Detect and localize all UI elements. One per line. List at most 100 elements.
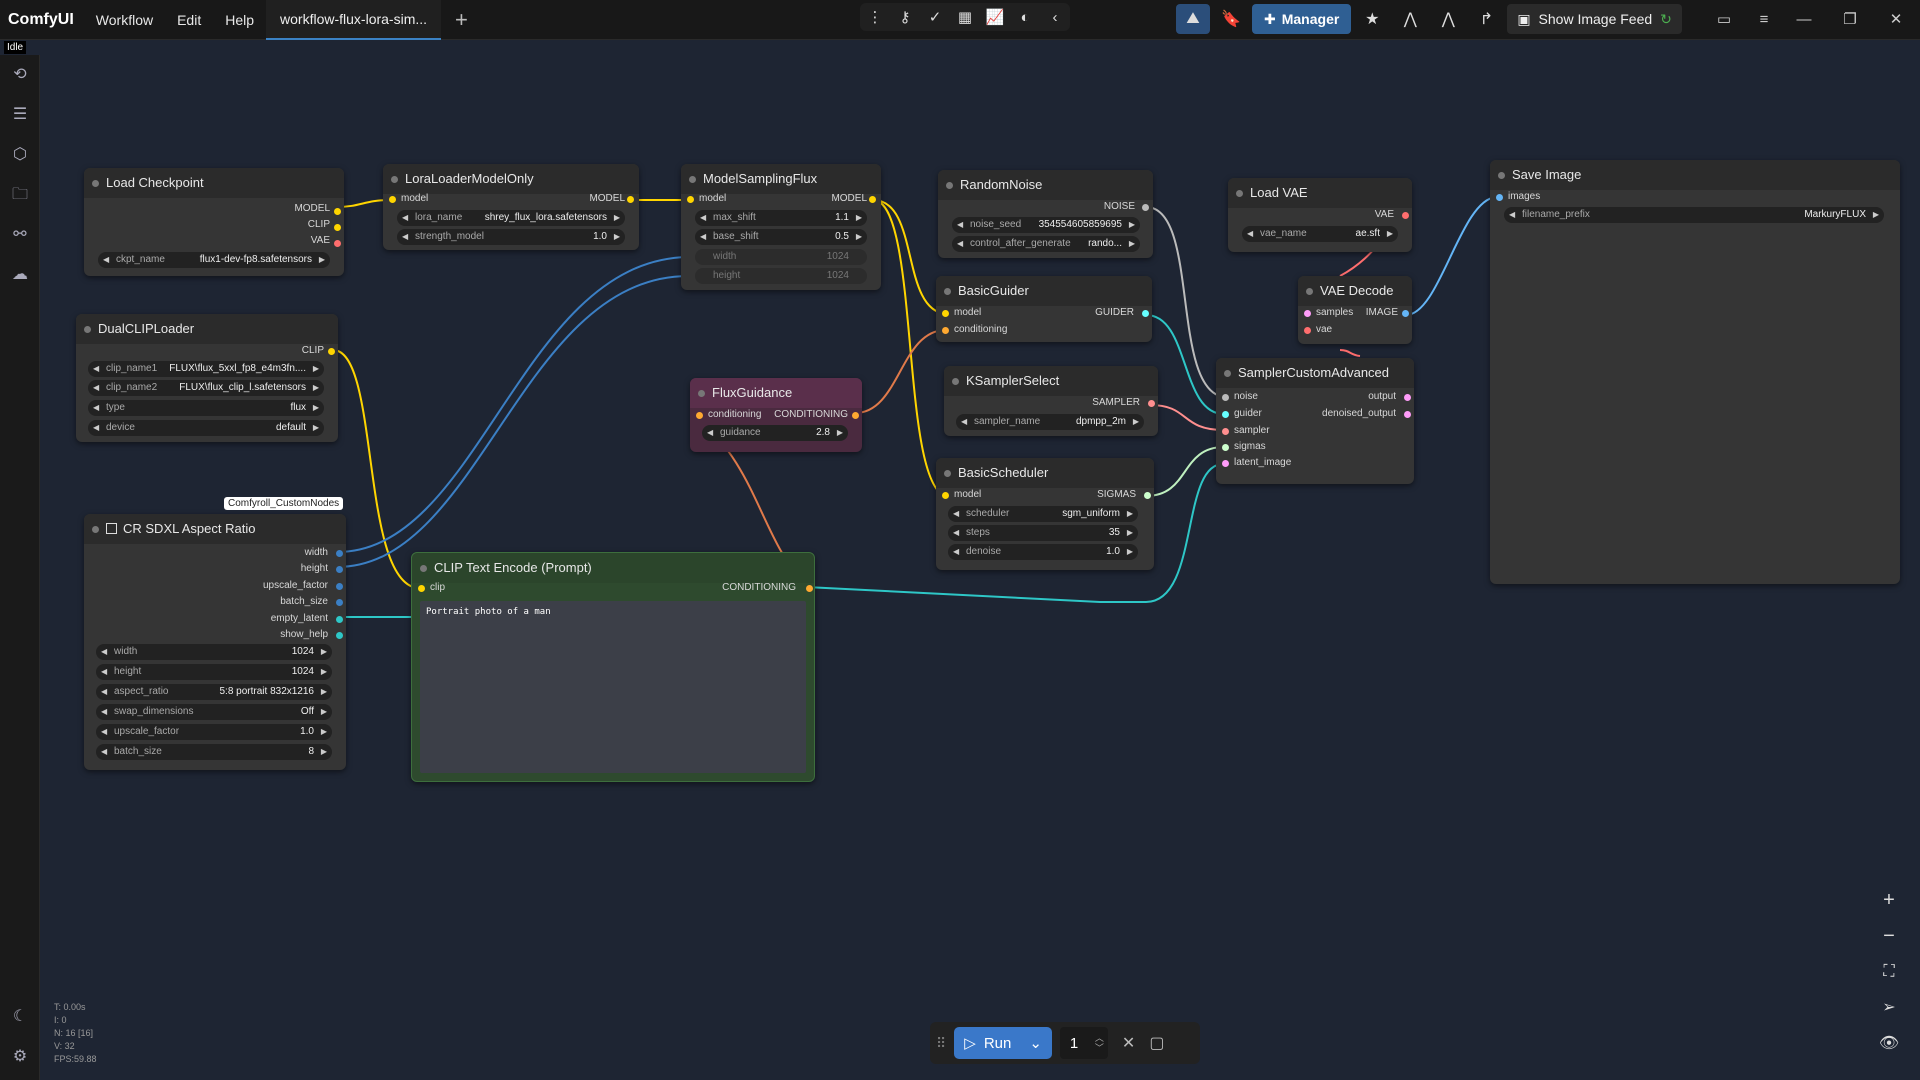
input-conditioning-dot[interactable]	[942, 327, 949, 334]
output-conditioning-dot[interactable]	[852, 412, 859, 419]
node-title[interactable]: DualCLIPLoader	[76, 314, 338, 344]
output-empty-latent-dot[interactable]	[336, 616, 343, 623]
star-icon[interactable]: ★	[1365, 11, 1380, 28]
history-icon[interactable]: ⟲	[13, 66, 27, 83]
folder-icon[interactable]: 🗀	[11, 186, 28, 203]
run-button[interactable]: ▷ Run ⌄	[954, 1027, 1052, 1059]
node-title[interactable]: BasicScheduler	[936, 458, 1154, 488]
output-width-dot[interactable]	[336, 550, 343, 557]
workflow-tab[interactable]: workflow-flux-lora-sim...	[266, 0, 442, 40]
input-latent-dot[interactable]	[1222, 460, 1229, 467]
node-sampler-custom-advanced[interactable]: SamplerCustomAdvanced noise guider sampl…	[1216, 358, 1414, 484]
eye-icon[interactable]: 👁	[1878, 1035, 1900, 1052]
node-title[interactable]: SamplerCustomAdvanced	[1216, 358, 1414, 388]
bookmark-icon[interactable]: 🔖	[1221, 11, 1241, 28]
model-icon[interactable]: ⛰	[1176, 4, 1210, 34]
node-title[interactable]: ModelSamplingFlux	[681, 164, 881, 194]
node-cr-sdxl-aspect-ratio[interactable]: CR SDXL Aspect Ratio width height upscal…	[84, 514, 346, 770]
check-circle-icon[interactable]: ✓	[928, 9, 942, 26]
node-load-checkpoint[interactable]: Load Checkpoint MODEL CLIP VAE ckpt_name…	[84, 168, 344, 276]
node-title[interactable]: Save Image	[1490, 160, 1900, 190]
cloud-upload-icon[interactable]: ☁	[12, 266, 28, 283]
node-model-sampling-flux[interactable]: ModelSamplingFlux model MODEL max_shift1…	[681, 164, 881, 290]
node-basic-scheduler[interactable]: BasicScheduler model SIGMAS schedulersgm…	[936, 458, 1154, 570]
tree-icon[interactable]: ⋀	[1403, 11, 1417, 28]
output-denoised-dot[interactable]	[1404, 411, 1411, 418]
node-ksampler-select[interactable]: KSamplerSelect SAMPLER sampler_namedpmpp…	[944, 366, 1158, 436]
output-model-dot[interactable]	[869, 196, 876, 203]
output-batch-size-dot[interactable]	[336, 599, 343, 606]
table-icon[interactable]: ▦	[957, 9, 973, 26]
input-model-dot[interactable]	[687, 196, 694, 203]
output-vae-dot[interactable]	[1402, 212, 1409, 219]
chevron-down-icon[interactable]: ⌄	[1029, 1035, 1042, 1052]
node-vae-decode[interactable]: VAE Decode samples vae IMAGE	[1298, 276, 1412, 344]
node-title[interactable]: CLIP Text Encode (Prompt)	[412, 553, 814, 583]
stepper-icon[interactable]: ︿﹀	[1094, 1033, 1104, 1053]
key-icon[interactable]: ⚷	[899, 9, 911, 26]
tree-alt-icon[interactable]: ⋀	[1441, 11, 1455, 28]
input-noise-dot[interactable]	[1222, 394, 1229, 401]
batch-count-input[interactable]: 1︿﹀	[1059, 1027, 1108, 1059]
node-title[interactable]: CR SDXL Aspect Ratio	[84, 514, 346, 544]
settings-icon[interactable]: ⚙	[12, 1048, 28, 1065]
node-save-image[interactable]: Save Image images filename_prefixMarkury…	[1490, 160, 1900, 584]
prompt-textarea[interactable]: Portrait photo of a man	[420, 601, 806, 773]
node-title[interactable]: Load Checkpoint	[84, 168, 344, 198]
output-sigmas-dot[interactable]	[1144, 492, 1151, 499]
show-image-feed-button[interactable]: ▣Show Image Feed↻	[1507, 4, 1682, 34]
chevron-left-icon[interactable]: ‹	[1052, 8, 1058, 26]
chart-icon[interactable]: 📈	[985, 9, 1005, 26]
output-image-dot[interactable]	[1402, 310, 1409, 317]
input-samples-dot[interactable]	[1304, 310, 1311, 317]
output-vae-dot[interactable]	[334, 240, 341, 247]
node-clip-text-encode[interactable]: CLIP Text Encode (Prompt) clip CONDITION…	[411, 552, 815, 782]
output-upscale-factor-dot[interactable]	[336, 583, 343, 590]
stop-icon[interactable]: ▢	[1149, 1035, 1165, 1052]
input-sampler-dot[interactable]	[1222, 428, 1229, 435]
hamburger-icon[interactable]: ≡	[1759, 10, 1769, 28]
input-vae-dot[interactable]	[1304, 327, 1311, 334]
input-model-dot[interactable]	[389, 196, 396, 203]
input-clip-dot[interactable]	[418, 585, 425, 592]
widget-clip-name1[interactable]: clip_name1FLUX\flux_5xxl_fp8_e4m3fn....	[88, 361, 324, 377]
node-lora-loader[interactable]: LoraLoaderModelOnly model MODEL lora_nam…	[383, 164, 639, 250]
node-title[interactable]: KSamplerSelect	[944, 366, 1158, 396]
nodes-icon[interactable]: ⚯	[13, 226, 27, 243]
share-icon[interactable]: ↱	[1479, 11, 1494, 28]
fit-view-icon[interactable]: ⛶	[1883, 963, 1895, 980]
cancel-icon[interactable]: ✕	[1121, 1035, 1136, 1052]
output-model-dot[interactable]	[334, 208, 341, 215]
node-basic-guider[interactable]: BasicGuider model conditioning GUIDER	[936, 276, 1152, 342]
node-dual-clip-loader[interactable]: DualCLIPLoader CLIP clip_name1FLUX\flux_…	[76, 314, 338, 442]
menu-help[interactable]: Help	[225, 11, 255, 28]
moon-icon[interactable]: ☾	[12, 1008, 28, 1025]
drag-handle-icon[interactable]: ⠿	[936, 1034, 947, 1051]
node-title[interactable]: VAE Decode	[1298, 276, 1412, 306]
brand-logo[interactable]: ComfyUI	[8, 10, 74, 28]
menu-edit[interactable]: Edit	[177, 11, 202, 28]
node-flux-guidance[interactable]: FluxGuidance conditioning CONDITIONING g…	[690, 378, 862, 452]
output-model-dot[interactable]	[627, 196, 634, 203]
output-clip-dot[interactable]	[328, 348, 335, 355]
output-conditioning-dot[interactable]	[806, 585, 813, 592]
input-sigmas-dot[interactable]	[1222, 444, 1229, 451]
node-title[interactable]: LoraLoaderModelOnly	[383, 164, 639, 194]
input-model-dot[interactable]	[942, 492, 949, 499]
node-title[interactable]: Load VAE	[1228, 178, 1412, 208]
